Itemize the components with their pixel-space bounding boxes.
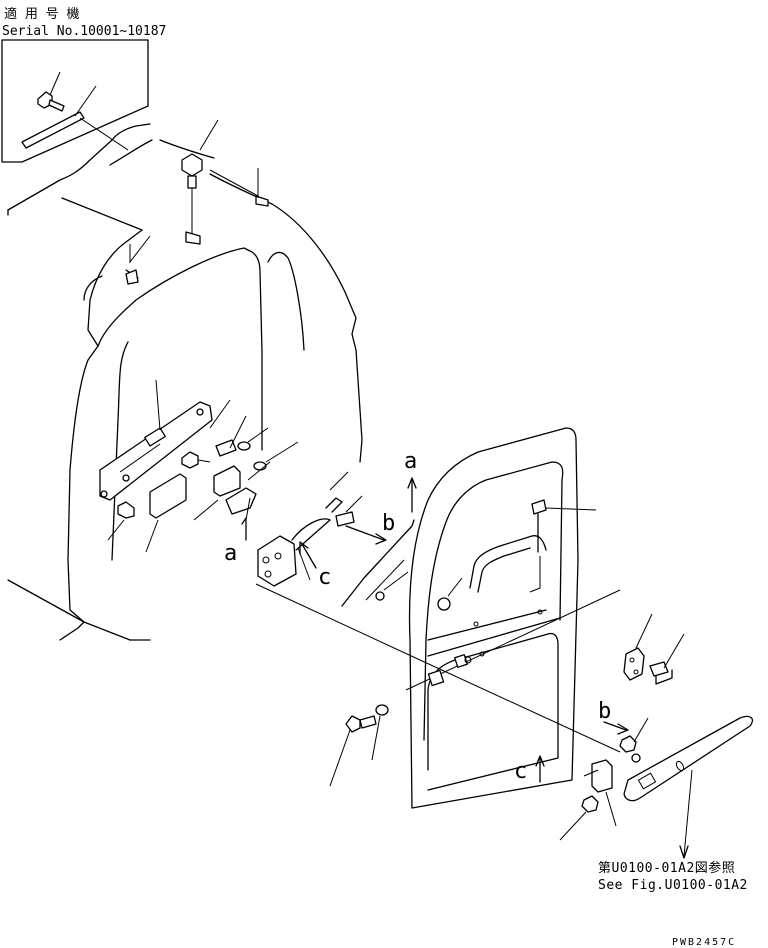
door-lock [257,518,331,587]
view-marker-a-top: a [404,449,417,474]
door-panel [408,427,579,809]
handle-screw [531,499,597,553]
latch-plate [99,401,213,501]
lock-rod-long [341,519,415,607]
arrow-c-bottom [535,755,545,783]
applicability-title: 適 用 号 機 [4,6,79,22]
view-marker-b-mid: b [382,511,395,536]
view-marker-a-left: a [224,541,237,566]
inset-plate [21,111,85,149]
reference-jp: 第U0100-01A2図参照 [598,860,735,876]
view-marker-c-bottom: c [514,759,527,784]
arrow-b-right [603,721,629,735]
bolt-washer-left [329,704,389,787]
arrow-c-left [299,541,317,569]
serial-range: Serial No.10001~10187 [2,24,166,39]
latch-bracket [193,461,271,521]
stay-bracket-right [623,613,685,685]
striker-block [149,473,187,519]
view-marker-b-right: b [598,699,611,724]
top-bolt [181,119,219,234]
small-bolt-right [619,717,649,763]
door-striker [559,759,617,841]
screw-washer-set [181,415,299,471]
small-bolt-1 [107,501,135,541]
arrow-a-top [407,477,417,513]
reference-en: See Fig.U0100-01A2 [598,878,748,893]
inset-bolt [37,91,65,112]
arrow-b-mid [345,525,387,545]
inset-box [1,39,149,163]
view-marker-c-left: c [318,565,331,590]
cover-plate [623,715,754,859]
door-handle [437,535,547,611]
lock-rod-upper [325,471,363,527]
cab-frame [7,123,363,641]
drawing-code: PWB2457C [672,937,736,948]
